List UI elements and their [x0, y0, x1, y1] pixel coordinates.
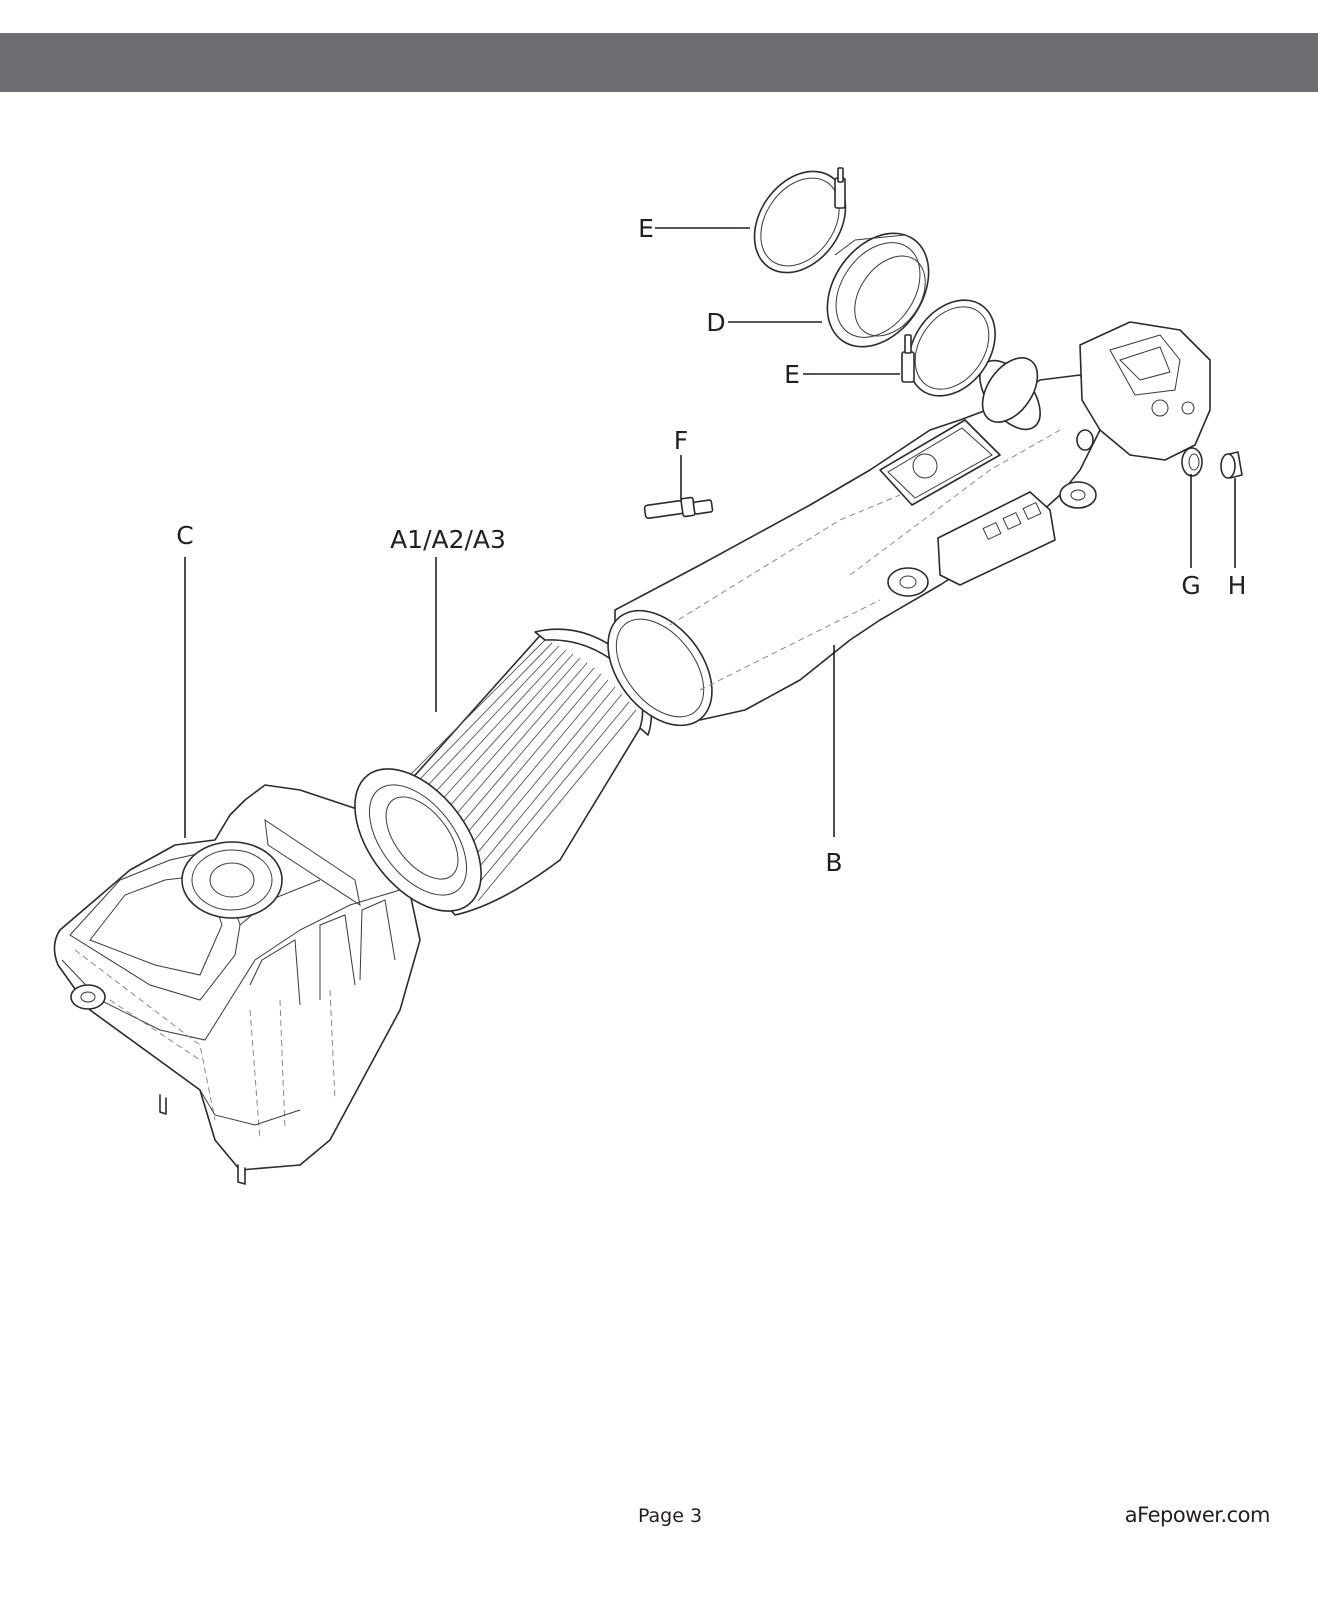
label-d: D	[706, 308, 725, 337]
label-e-bottom: E	[784, 360, 800, 389]
clamp-e-top	[753, 167, 847, 274]
airbox-housing-c	[53, 784, 421, 1185]
intake-tube-b	[607, 321, 1211, 727]
label-g: G	[1181, 571, 1200, 600]
website-url: aFepower.com	[1124, 1503, 1271, 1527]
label-e-top: E	[638, 214, 654, 243]
header-bar	[0, 33, 1318, 92]
label-f: F	[674, 426, 688, 455]
label-h: H	[1228, 571, 1247, 600]
bushing-h	[1220, 451, 1243, 479]
clamp-e-bottom	[901, 299, 996, 397]
label-a: A1/A2/A3	[390, 525, 506, 554]
grommet-g	[1181, 447, 1203, 477]
label-c: C	[176, 521, 193, 550]
coupler-d	[826, 232, 930, 348]
page-number: Page 3	[637, 1505, 703, 1527]
label-b: B	[825, 848, 842, 877]
fitting-f	[643, 496, 714, 519]
